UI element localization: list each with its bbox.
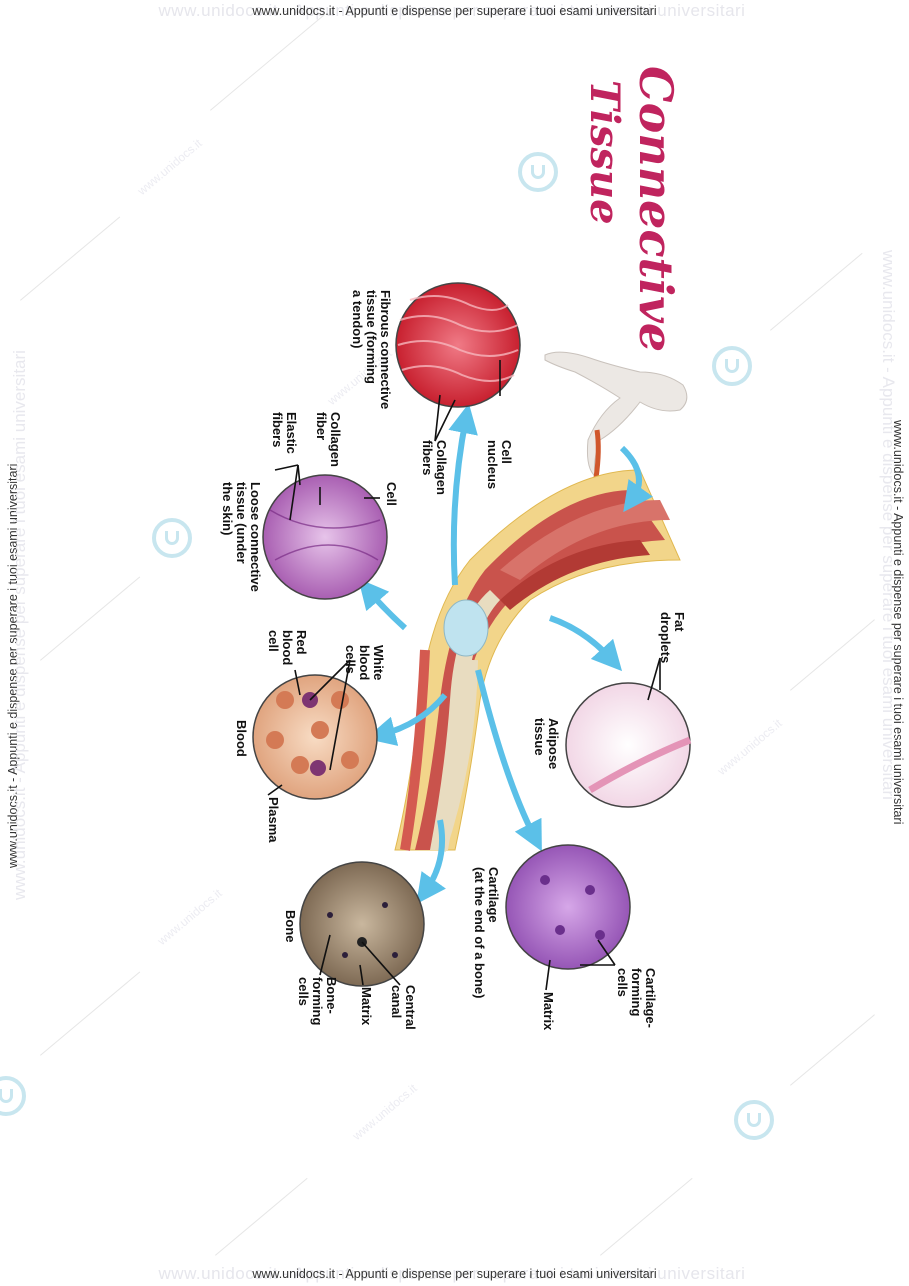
label-fibrous-tissue: Fibrous connective tissue (forming a ten…: [350, 290, 393, 410]
header-watermark: www.unidocs.it - Appunti e dispense per …: [0, 1, 909, 20]
label-bone-matrix: Matrix: [359, 987, 374, 1026]
label-cell-nucleus: Cell nucleus: [485, 440, 514, 490]
label-elastic-fibers: Elastic fibers: [270, 412, 299, 454]
unidocs-logo-icon: [712, 346, 752, 386]
label-loose-tissue: Loose connective tissue (under the skin): [220, 482, 263, 592]
label-adipose-tissue: Adipose tissue: [532, 718, 561, 770]
unidocs-logo-icon: [518, 152, 558, 192]
loose-tissue-circle: [262, 474, 388, 600]
label-white-blood-cells: White blood cells: [343, 645, 386, 681]
label-collagen-fiber: Collagen fiber: [314, 412, 343, 467]
label-red-blood-cell: Red blood cell: [266, 630, 309, 666]
header-text: www.unidocs.it - Appunti e dispense per …: [252, 4, 657, 18]
label-plasma: Plasma: [266, 797, 281, 843]
label-central-canal: Central canal: [389, 985, 418, 1030]
label-blood: Blood: [234, 720, 249, 757]
footer-watermark: www.unidocs.it - Appunti e dispense per …: [0, 1264, 909, 1283]
unidocs-logo-icon: [152, 518, 192, 558]
label-bone-forming-cells: Bone- forming cells: [296, 977, 339, 1026]
footer-watermark-ghost: www.unidocs.it - Appunti e dispense per …: [158, 1264, 746, 1283]
fibrous-tissue-circle: [395, 282, 521, 408]
label-cartilage: Cartilage (at the end of a bone): [472, 867, 501, 999]
label-cell: Cell: [384, 482, 399, 506]
cartilage-circle: [505, 844, 631, 970]
bone-circle: [299, 861, 425, 987]
unidocs-logo-icon: [734, 1100, 774, 1140]
label-cartilage-forming-cells: Cartilage- forming cells: [615, 968, 658, 1028]
label-fat-droplets: Fat droplets: [658, 612, 687, 664]
label-cartilage-matrix: Matrix: [541, 992, 556, 1031]
label-bone: Bone: [283, 910, 298, 943]
adipose-tissue-circle: [565, 682, 691, 808]
label-collagen-fibers: Collagen fibers: [420, 440, 449, 495]
header-watermark-ghost: www.unidocs.it - Appunti e dispense per …: [158, 1, 746, 20]
unidocs-logo-icon: [0, 1076, 26, 1116]
footer-text: www.unidocs.it - Appunti e dispense per …: [252, 1267, 657, 1281]
